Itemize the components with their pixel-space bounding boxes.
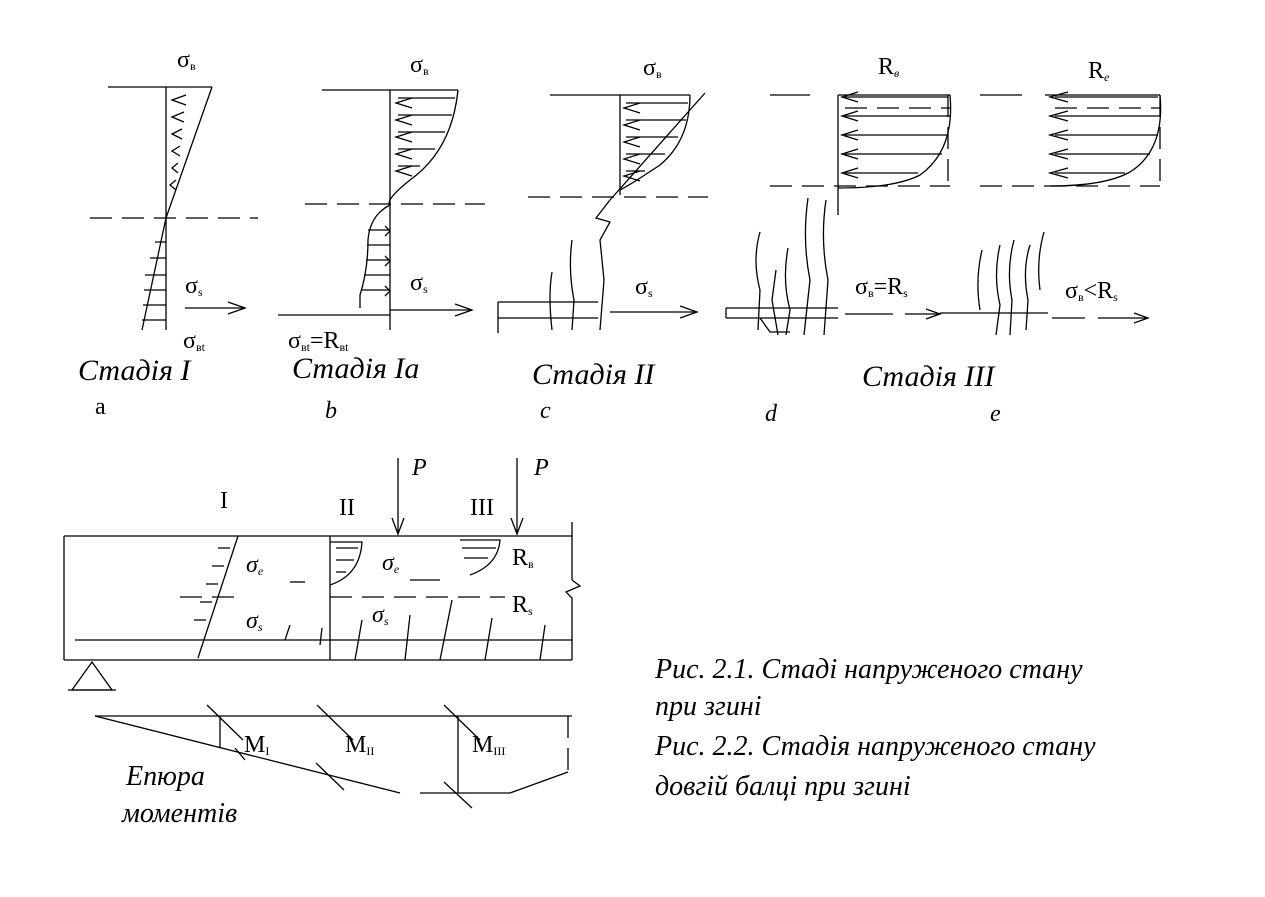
stage-d-steel-sigma: σ (855, 274, 868, 300)
stage-b-label: Стадія Ia (292, 352, 419, 385)
svg-text:σв<Rs: σв<Rs (1065, 278, 1118, 304)
beam-diagram (63, 458, 582, 691)
beam-zone-iii: III (470, 495, 494, 521)
svg-text:Rв: Rв (512, 545, 534, 571)
beam-sigma-s-2: σ (372, 602, 385, 628)
svg-text:Rе: Rе (1088, 58, 1110, 84)
stage-c-steel-sigma: σ (635, 274, 648, 300)
svg-text:Rs: Rs (512, 592, 533, 618)
beam-load-p-2: P (533, 455, 549, 481)
beam-rs: R (512, 592, 528, 618)
svg-text:σе: σе (382, 550, 400, 576)
stage-iii-label: Стадія III (862, 360, 996, 393)
beam-sigma-e-2: σ (382, 550, 395, 576)
svg-text:σв: σв (410, 52, 429, 78)
stage-b-top-sigma: σ (410, 52, 423, 78)
stage-a-steel-sigma: σ (185, 273, 198, 299)
stage-d-letter: d (765, 401, 778, 427)
svg-text:σs: σs (635, 274, 653, 300)
svg-text:σs: σs (246, 608, 263, 634)
moment-diagram-label-1: Епюра (125, 761, 205, 792)
moment-m-iii: M (472, 732, 493, 758)
svg-text:σвt=Rвt: σвt=Rвt (288, 328, 349, 354)
caption-fig-2-1-line2: при згині (655, 691, 762, 722)
beam-rb: R (512, 545, 528, 571)
caption-fig-2-1: Рис. 2.1. Стаді напруженого стану (654, 654, 1083, 685)
beam-zone-ii: II (339, 495, 355, 521)
svg-text:σв=Rs: σв=Rs (855, 274, 908, 300)
stage-d-diagram (725, 91, 952, 336)
stage-e-top-r: R (1088, 58, 1104, 84)
stage-d-top-r: R (878, 54, 894, 80)
stage-e-letter: e (990, 401, 1001, 427)
moment-diagram (94, 704, 572, 809)
svg-text:σвt: σвt (183, 328, 206, 354)
svg-text:σв: σв (177, 47, 196, 73)
stage-b-bottom-sigma: σ (288, 328, 301, 354)
svg-text:Rв: Rв (878, 54, 899, 80)
svg-text:MII: MII (345, 732, 374, 758)
caption-fig-2-2: Рис. 2.2. Стадія напруженого стану (654, 731, 1096, 762)
svg-text:MIII: MIII (472, 732, 505, 758)
svg-text:σв: σв (643, 55, 662, 81)
stage-b-diagram (278, 89, 485, 330)
beam-sigma-e: σ (246, 552, 259, 578)
svg-text:σе: σе (246, 552, 264, 578)
stage-e-steel-sigma: σ (1065, 278, 1078, 304)
stage-c-label: Стадія II (532, 358, 656, 391)
stage-b-steel-sigma: σ (410, 270, 423, 296)
svg-text:σs: σs (410, 270, 428, 296)
stage-c-top-sigma: σ (643, 55, 656, 81)
moment-m-i: M (244, 732, 265, 758)
stage-e-diagram (940, 91, 1162, 336)
stage-a-letter: a (95, 394, 106, 420)
svg-text:σs: σs (185, 273, 203, 299)
beam-sigma-s-1: σ (246, 608, 259, 634)
svg-text:MI: MI (244, 732, 269, 758)
svg-text:σs: σs (372, 602, 389, 628)
stage-c-letter: c (540, 398, 551, 424)
stage-c-diagram (497, 92, 708, 333)
stage-a-label: Стадія I (78, 354, 192, 387)
stage-a-diagram (90, 86, 258, 331)
moment-m-ii: M (345, 732, 366, 758)
caption-fig-2-2-line2: довгій балці при згині (655, 771, 911, 802)
moment-diagram-label-2: моментів (121, 798, 237, 829)
stage-a-bottom-sigma: σ (183, 328, 196, 354)
stage-b-letter: b (325, 398, 337, 424)
stage-a-top-sigma: σ (177, 47, 190, 73)
beam-zone-i: I (220, 488, 228, 514)
beam-load-p-1: P (411, 455, 427, 481)
